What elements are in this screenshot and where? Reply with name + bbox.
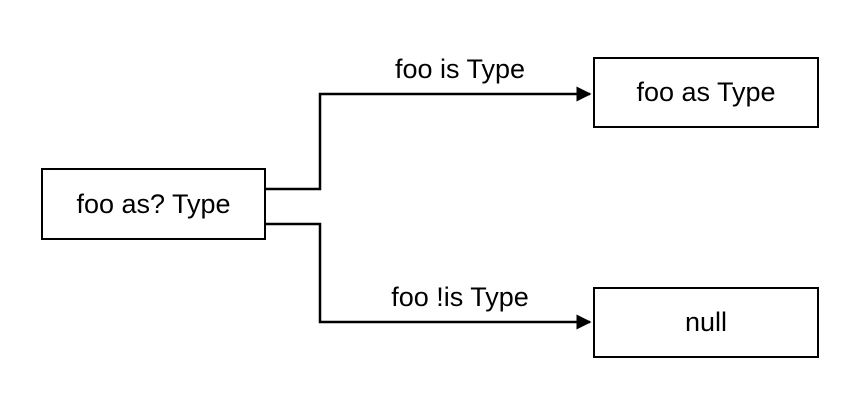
edge-label-foo-not-is-type: foo !is Type xyxy=(391,282,529,312)
node-label: foo as? Type xyxy=(76,188,231,219)
node-null: null xyxy=(593,287,819,358)
node-label: foo as Type xyxy=(636,77,776,107)
node-label: null xyxy=(684,307,728,337)
node-foo-as-optional-type: foo as? Type xyxy=(41,168,266,240)
edge-label-foo-is-type: foo is Type xyxy=(394,54,526,84)
connector-false-edge xyxy=(266,222,592,330)
node-foo-as-type: foo as Type xyxy=(593,57,819,128)
connector-true-edge xyxy=(266,86,592,191)
